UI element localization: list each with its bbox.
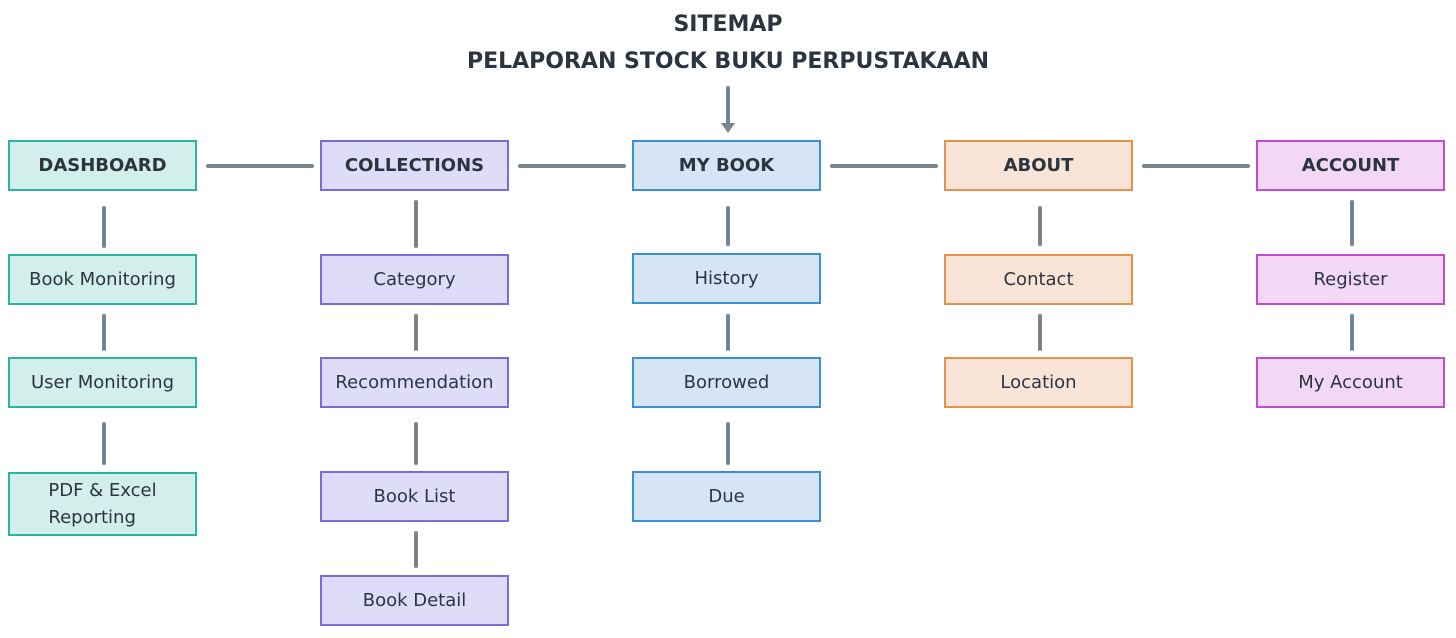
- node-label: Book Monitoring: [29, 269, 176, 290]
- node-label: ABOUT: [1003, 155, 1074, 176]
- connector: [414, 200, 418, 248]
- connector: [414, 314, 418, 351]
- node-label: MY BOOK: [678, 155, 775, 176]
- connector: [102, 422, 106, 465]
- node-label: User Monitoring: [30, 372, 174, 393]
- node-history: History: [632, 253, 821, 304]
- node-label: Book Detail: [362, 590, 467, 611]
- node-my-account: My Account: [1256, 357, 1445, 408]
- sitemap-subtitle: PELAPORAN STOCK BUKU PERPUSTAKAAN: [466, 49, 990, 74]
- connector: [1350, 200, 1354, 246]
- node-contact: Contact: [944, 254, 1133, 305]
- node-book-list: Book List: [320, 471, 509, 522]
- node-label: Category: [373, 269, 456, 290]
- node-label: History: [694, 268, 759, 289]
- node-label: Borrowed: [683, 372, 770, 393]
- connector: [102, 314, 106, 351]
- node-label: DASHBOARD: [38, 155, 167, 176]
- node-location: Location: [944, 357, 1133, 408]
- node-due: Due: [632, 471, 821, 522]
- connector: [1038, 314, 1042, 351]
- node-collections: COLLECTIONS: [320, 140, 509, 191]
- connector: [102, 206, 106, 248]
- node-label-line2: Reporting: [48, 507, 136, 528]
- node-recommendation: Recommendation: [320, 357, 509, 408]
- node-user-monitoring: User Monitoring: [8, 357, 197, 408]
- node-label: ACCOUNT: [1301, 155, 1400, 176]
- node-book-monitoring: Book Monitoring: [8, 254, 197, 305]
- connector-collections-mybook: [518, 164, 626, 168]
- connector: [726, 206, 730, 246]
- title-connector: [726, 86, 730, 124]
- connector: [1350, 314, 1354, 351]
- node-label: Recommendation: [335, 372, 494, 393]
- node-account: ACCOUNT: [1256, 140, 1445, 191]
- node-register: Register: [1256, 254, 1445, 305]
- sitemap-title: SITEMAP: [673, 12, 783, 37]
- connector: [414, 531, 418, 568]
- node-label-line1: PDF & Excel: [48, 480, 157, 501]
- node-category: Category: [320, 254, 509, 305]
- connector-dashboard-collections: [206, 164, 314, 168]
- connector: [726, 314, 730, 351]
- node-label: Book List: [373, 486, 456, 507]
- node-about: ABOUT: [944, 140, 1133, 191]
- connector: [1038, 206, 1042, 246]
- node-pdf-excel-reporting: PDF & Excel Reporting: [8, 472, 197, 536]
- node-label: Register: [1313, 269, 1388, 290]
- connector-mybook-about: [830, 164, 938, 168]
- node-borrowed: Borrowed: [632, 357, 821, 408]
- node-book-detail: Book Detail: [320, 575, 509, 626]
- node-label: COLLECTIONS: [344, 155, 485, 176]
- connector: [414, 422, 418, 465]
- arrow-down-icon: [721, 123, 735, 133]
- node-my-book: MY BOOK: [632, 140, 821, 191]
- connector: [726, 422, 730, 465]
- node-label: My Account: [1298, 372, 1403, 393]
- node-label: Contact: [1003, 269, 1074, 290]
- node-dashboard: DASHBOARD: [8, 140, 197, 191]
- connector-about-account: [1142, 164, 1250, 168]
- node-label: Due: [708, 486, 745, 507]
- node-label: Location: [1000, 372, 1077, 393]
